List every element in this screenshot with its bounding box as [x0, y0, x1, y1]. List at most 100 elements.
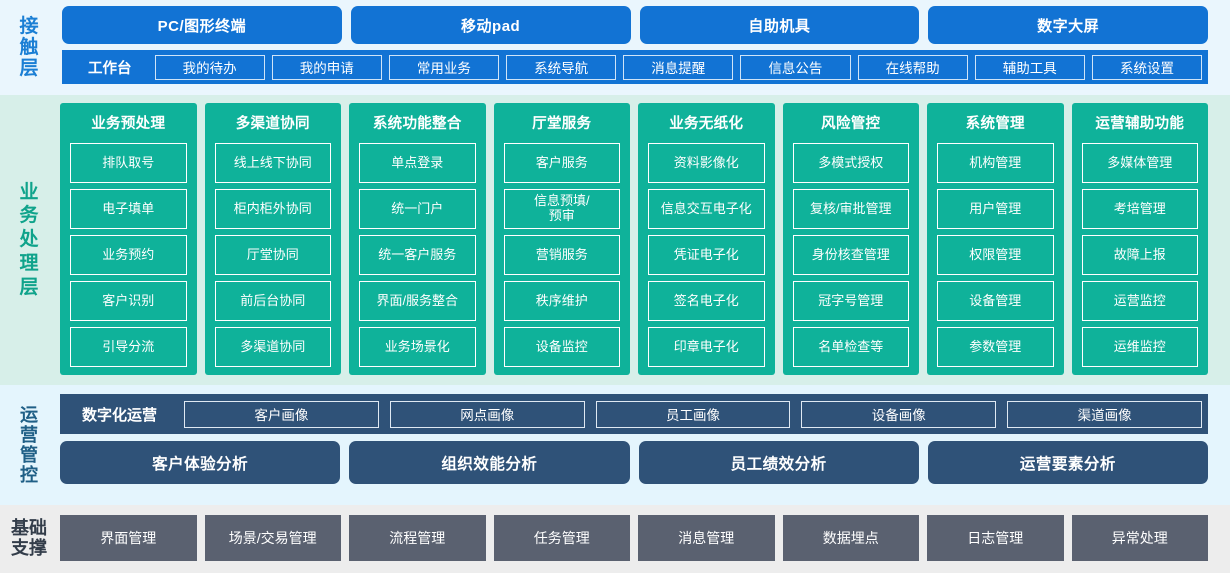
portrait-chip[interactable]: 渠道画像 [1007, 400, 1202, 428]
channel-button[interactable]: 数字大屏 [928, 6, 1208, 44]
business-item[interactable]: 单点登录 [359, 143, 476, 183]
operation-layer-label: 运营管控 [0, 385, 58, 505]
foundation-layer-label-line: 基础 [11, 518, 47, 539]
portrait-chip[interactable]: 设备画像 [801, 400, 997, 428]
business-layer-body: 业务预处理排队取号电子填单业务预约客户识别引导分流多渠道协同线上线下协同柜内柜外… [58, 95, 1230, 385]
operation-layer-label-char: 营 [20, 424, 38, 445]
contact-layer-label-char: 触 [19, 36, 39, 58]
business-item[interactable]: 厅堂协同 [214, 235, 331, 275]
operation-layer-label-char: 运 [20, 404, 38, 425]
business-item[interactable]: 凭证电子化 [648, 235, 765, 275]
business-item[interactable]: 秩序维护 [503, 281, 620, 321]
business-item[interactable]: 营销服务 [503, 235, 620, 275]
business-column-title: 风险管控 [821, 116, 881, 132]
nav-item[interactable]: 我的申请 [271, 54, 382, 80]
digital-operation-title: 数字化运营 [82, 406, 158, 424]
contact-layer-label: 接触层 [0, 0, 58, 95]
business-item[interactable]: 权限管理 [937, 235, 1054, 275]
business-item[interactable]: 故障上报 [1081, 235, 1198, 275]
business-item[interactable]: 设备监控 [503, 327, 620, 367]
foundation-item[interactable]: 界面管理 [60, 515, 197, 561]
nav-item[interactable]: 我的待办 [154, 54, 265, 80]
business-column-title: 厅堂服务 [532, 116, 592, 132]
nav-item[interactable]: 常用业务 [388, 54, 500, 80]
nav-item[interactable]: 系统设置 [1091, 54, 1203, 80]
business-item[interactable]: 用户管理 [937, 189, 1054, 229]
nav-item-list: 我的待办我的申请常用业务系统导航消息提醒信息公告在线帮助辅助工具系统设置 [154, 54, 1203, 80]
portrait-chip[interactable]: 员工画像 [595, 400, 791, 428]
business-item[interactable]: 前后台协同 [214, 281, 331, 321]
channel-button[interactable]: 自助机具 [639, 6, 920, 44]
business-item[interactable]: 考培管理 [1081, 189, 1198, 229]
analysis-button[interactable]: 客户体验分析 [60, 441, 341, 484]
foundation-item[interactable]: 日志管理 [927, 515, 1064, 561]
workbench-nav-bar: 工作台 我的待办我的申请常用业务系统导航消息提醒信息公告在线帮助辅助工具系统设置 [62, 50, 1208, 84]
business-item[interactable]: 统一门户 [359, 189, 476, 229]
business-item[interactable]: 信息交互电子化 [648, 189, 765, 229]
business-item[interactable]: 多媒体管理 [1081, 143, 1198, 183]
business-item[interactable]: 设备管理 [937, 281, 1054, 321]
foundation-item[interactable]: 任务管理 [493, 515, 630, 561]
business-item[interactable]: 复核/审批管理 [792, 189, 909, 229]
business-item[interactable]: 统一客户服务 [359, 235, 476, 275]
foundation-item[interactable]: 场景/交易管理 [204, 515, 341, 561]
business-column-title: 业务无纸化 [669, 116, 744, 132]
contact-layer-label-char: 接 [19, 15, 39, 37]
operation-layer-label-char: 控 [20, 465, 38, 486]
business-column: 厅堂服务客户服务信息预填/ 预审营销服务秩序维护设备监控 [493, 103, 630, 375]
analysis-row: 客户体验分析组织效能分析员工绩效分析运营要素分析 [60, 441, 1208, 484]
business-item[interactable]: 冠字号管理 [792, 281, 909, 321]
business-item[interactable]: 柜内柜外协同 [214, 189, 331, 229]
foundation-item[interactable]: 异常处理 [1071, 515, 1208, 561]
business-item[interactable]: 信息预填/ 预审 [503, 189, 620, 229]
foundation-item[interactable]: 流程管理 [349, 515, 486, 561]
business-item[interactable]: 资料影像化 [648, 143, 765, 183]
portrait-chip[interactable]: 网点画像 [389, 400, 585, 428]
business-item[interactable]: 参数管理 [937, 327, 1054, 367]
nav-item[interactable]: 消息提醒 [623, 54, 734, 80]
business-item[interactable]: 多模式授权 [792, 143, 909, 183]
workbench-title: 工作台 [88, 60, 132, 77]
channel-button[interactable]: PC/图形终端 [62, 6, 342, 44]
foundation-layer-label-line: 支撑 [11, 538, 47, 558]
foundation-item[interactable]: 数据埋点 [782, 515, 919, 561]
business-item[interactable]: 界面/服务整合 [359, 281, 476, 321]
portrait-chip[interactable]: 客户画像 [184, 400, 379, 428]
business-column-title: 多渠道协同 [235, 116, 310, 132]
business-layer-label-char: 处 [19, 229, 39, 251]
channel-button[interactable]: 移动pad [350, 6, 631, 44]
business-layer-label-char: 理 [19, 252, 39, 274]
foundation-item[interactable]: 消息管理 [638, 515, 775, 561]
business-item[interactable]: 引导分流 [70, 327, 187, 367]
business-column: 业务预处理排队取号电子填单业务预约客户识别引导分流 [60, 103, 197, 375]
business-item[interactable]: 业务预约 [70, 235, 187, 275]
business-item[interactable]: 名单检查等 [792, 327, 909, 367]
business-item[interactable]: 印章电子化 [648, 327, 765, 367]
business-item[interactable]: 机构管理 [937, 143, 1054, 183]
business-item[interactable]: 身份核查管理 [792, 235, 909, 275]
business-column: 业务无纸化资料影像化信息交互电子化凭证电子化签名电子化印章电子化 [638, 103, 775, 375]
business-item[interactable]: 排队取号 [70, 143, 187, 183]
business-item[interactable]: 客户识别 [70, 281, 187, 321]
business-item[interactable]: 电子填单 [70, 189, 187, 229]
foundation-layer-body: 界面管理场景/交易管理流程管理任务管理消息管理数据埋点日志管理异常处理 [58, 505, 1230, 573]
analysis-button[interactable]: 运营要素分析 [927, 441, 1208, 484]
nav-item[interactable]: 信息公告 [740, 54, 851, 80]
business-item[interactable]: 运营监控 [1081, 281, 1198, 321]
foundation-layer-label: 基础支撑 [0, 505, 58, 573]
analysis-button[interactable]: 组织效能分析 [349, 441, 630, 484]
business-item[interactable]: 多渠道协同 [214, 327, 331, 367]
business-item[interactable]: 客户服务 [503, 143, 620, 183]
analysis-button[interactable]: 员工绩效分析 [638, 441, 919, 484]
business-item[interactable]: 运维监控 [1081, 327, 1198, 367]
nav-item[interactable]: 系统导航 [506, 54, 617, 80]
nav-item[interactable]: 辅助工具 [974, 54, 1085, 80]
operation-layer-label-char: 管 [20, 445, 38, 465]
business-column: 多渠道协同线上线下协同柜内柜外协同厅堂协同前后台协同多渠道协同 [204, 103, 341, 375]
business-item[interactable]: 线上线下协同 [214, 143, 331, 183]
business-item[interactable]: 签名电子化 [648, 281, 765, 321]
nav-item[interactable]: 在线帮助 [857, 54, 968, 80]
business-item[interactable]: 业务场景化 [359, 327, 476, 367]
